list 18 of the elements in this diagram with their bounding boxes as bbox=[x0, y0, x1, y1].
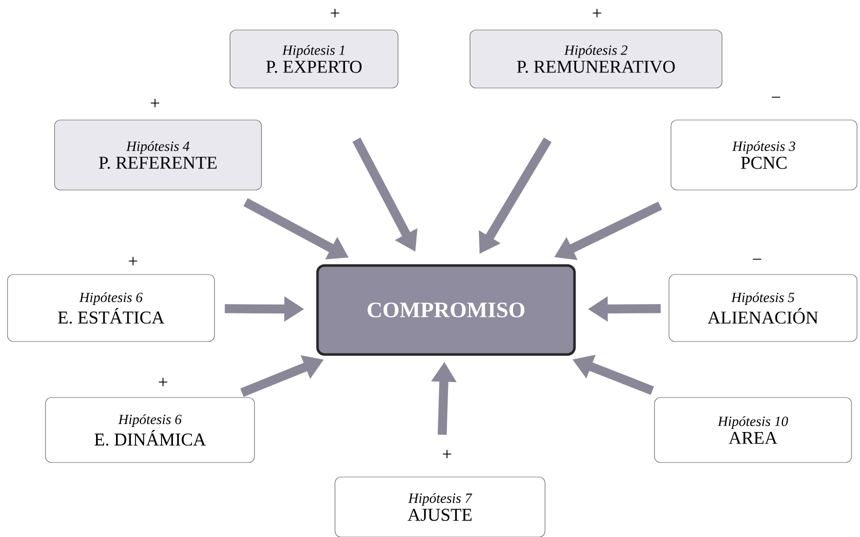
hypothesis-box: Hipótesis 5 ALIENACIÓN bbox=[668, 274, 858, 342]
sign-label: + bbox=[150, 98, 160, 108]
sign-label: + bbox=[442, 450, 452, 458]
hypothesis-box: Hipótesis 6 E. ESTÁTICA bbox=[7, 274, 215, 342]
hypothesis-box: Hipótesis 7 AJUSTE bbox=[334, 476, 546, 537]
sign-label: + bbox=[158, 378, 168, 386]
sign-label: + bbox=[128, 256, 138, 266]
sign-label: − bbox=[752, 258, 762, 260]
central-box: COMPROMISO bbox=[316, 264, 576, 356]
hypothesis-box: Hipótesis 2 P. REMUNERATIVO bbox=[470, 30, 722, 88]
hypothesis-box: Hipótesis 1 P. EXPERTO bbox=[230, 30, 398, 88]
sign-label: − bbox=[772, 96, 780, 98]
hypothesis-box: Hipótesis 6 E. DINÁMICA bbox=[45, 397, 255, 463]
sign-label: + bbox=[330, 8, 340, 18]
sign-label: + bbox=[592, 8, 602, 18]
hypothesis-box: Hipótesis 4 P. REFERENTE bbox=[54, 120, 262, 190]
hypothesis-box: Hipótesis 10 AREA bbox=[654, 397, 852, 463]
hypothesis-box: Hipótesis 3 PCNC bbox=[670, 120, 858, 190]
